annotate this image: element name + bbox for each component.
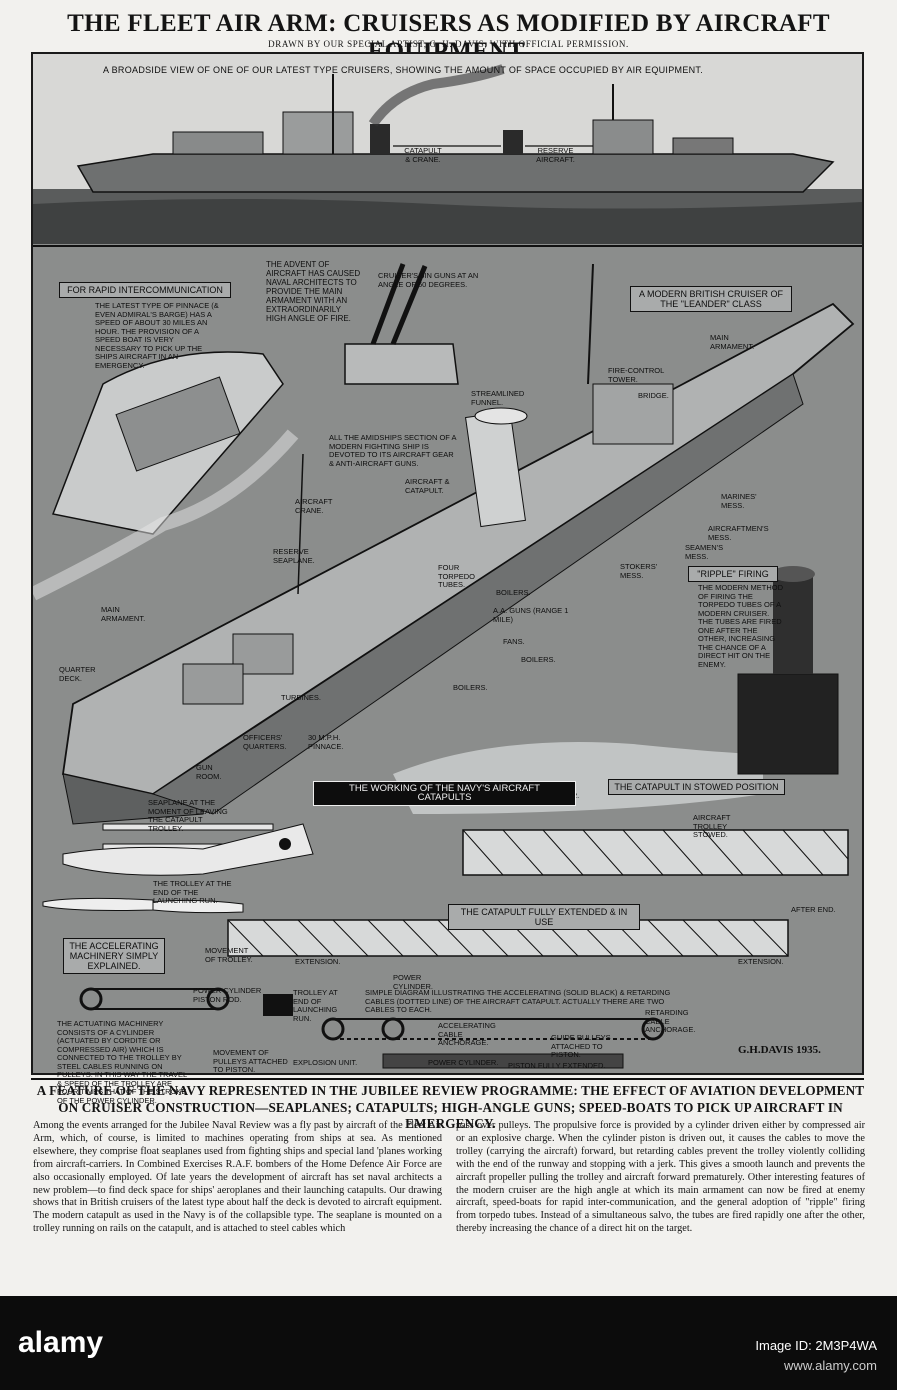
- explosion-unit-label: EXPLOSION UNIT.: [293, 1058, 358, 1067]
- accelerating-cable-label: ACCELERATING CABLE ANCHORAGE.: [438, 1021, 496, 1047]
- marines-mess-label: MARINES' MESS.: [721, 492, 757, 510]
- movement-trolley-label: MOVEMENT OF TROLLEY.: [205, 946, 253, 964]
- stowed-position-box: THE CATAPULT IN STOWED POSITION: [608, 779, 785, 795]
- bridge-label: BRIDGE.: [638, 391, 669, 400]
- retarding-cable-label: RETARDING CABLE ANCHORAGE.: [645, 1008, 696, 1034]
- article-headline: A FEATURE OF THE NAVY REPRESENTED IN THE…: [36, 1083, 865, 1132]
- divider-rule: [31, 1078, 864, 1080]
- advent-text: THE ADVENT OF AIRCRAFT HAS CAUSED NAVAL …: [266, 260, 361, 323]
- guns-angle-text: CRUISER'S 6IN GUNS AT AN ANGLE OF 60 DEG…: [378, 271, 479, 289]
- seamens-mess-label: SEAMEN'S MESS.: [685, 543, 724, 561]
- watermark-image-id: Image ID: 2M3P4WA: [755, 1338, 877, 1353]
- trolley-end-label-2: TROLLEY AT END OF LAUNCHING RUN.: [293, 988, 338, 1023]
- boilers-label-3: BOILERS.: [453, 683, 488, 692]
- watermark-url: www.alamy.com: [784, 1358, 877, 1373]
- piston-extended-label: PISTON FULLY EXTENDED.: [508, 1061, 606, 1070]
- fully-extended-box: THE CATAPULT FULLY EXTENDED & IN USE: [448, 904, 640, 930]
- pinnace-30-label: 30 M.P.H. PINNACE.: [308, 733, 344, 751]
- officers-quarters-label: OFFICERS' QUARTERS.: [243, 733, 287, 751]
- four-torpedo-label: FOUR TORPEDO TUBES.: [438, 563, 475, 589]
- aa-guns-label: A.A. GUNS (RANGE 1 MILE): [493, 606, 569, 624]
- accelerating-machinery-box: THE ACCELERATING MACHINERY SIMPLY EXPLAI…: [63, 938, 165, 974]
- article-body: Among the events arranged for the Jubile…: [33, 1120, 865, 1236]
- aircraftmens-mess-label: AIRCRAFTMEN'S MESS.: [708, 524, 769, 542]
- guide-pulleys-label: GUIDE PULLEYS ATTACHED TO PISTON.: [551, 1033, 611, 1059]
- after-end-label: AFTER END.: [791, 905, 836, 914]
- illustration-drawing: [33, 54, 862, 1069]
- main-armament-label: MAIN ARMAMENT.: [710, 333, 755, 351]
- article-column-2: pass over pulleys. The propulsive force …: [456, 1120, 865, 1235]
- gun-room-label: GUN ROOM.: [196, 763, 222, 781]
- aircraft-catapult-label: AIRCRAFT & CATAPULT.: [405, 477, 450, 495]
- trolley-stowed-label: AIRCRAFT TROLLEY STOWED.: [693, 813, 731, 839]
- fire-control-label: FIRE-CONTROL TOWER.: [608, 366, 664, 384]
- seaplane-moment-label: SEAPLANE AT THE MOMENT OF LEAVING THE CA…: [148, 798, 228, 833]
- boilers-label: BOILERS.: [496, 588, 531, 597]
- movement-pulleys-label: MOVEMENT OF PULLEYS ATTACHED TO PISTON.: [213, 1048, 288, 1074]
- pinnace-text: THE LATEST TYPE OF PINNACE (& EVEN ADMIR…: [95, 301, 219, 370]
- power-cylinder-label-2: POWER CYLINDER.: [428, 1058, 499, 1067]
- stokers-mess-label: STOKERS' MESS.: [620, 562, 658, 580]
- rapid-intercommunication-box: FOR RAPID INTERCOMMUNICATION: [59, 282, 231, 298]
- leander-class-box: A MODERN BRITISH CRUISER OF THE "LEANDER…: [630, 286, 792, 312]
- catapult-crane-label: CATAPULT & CRANE.: [404, 146, 442, 164]
- ripple-firing-text: THE MODERN METHOD OF FIRING THE TORPEDO …: [698, 583, 783, 669]
- page-title: THE FLEET AIR ARM: CRUISERS AS MODIFIED …: [67, 10, 830, 65]
- watermark-logo: alamy: [18, 1326, 104, 1359]
- main-armament-label-2: MAIN ARMAMENT.: [101, 605, 146, 623]
- extension-label-2: EXTENSION.: [738, 957, 784, 966]
- quarter-deck-label: QUARTER DECK.: [59, 665, 96, 683]
- illustration-panel: A BROADSIDE VIEW OF ONE OF OUR LATEST TY…: [31, 52, 864, 1104]
- streamlined-funnel-label: STREAMLINED FUNNEL.: [471, 389, 525, 407]
- power-cylinder-rod-label: POWER CYLINDER PISTON ROD.: [193, 986, 262, 1004]
- extension-label-1: EXTENSION.: [295, 957, 341, 966]
- actuating-machinery-text: THE ACTUATING MACHINERY CONSISTS OF A CY…: [57, 1019, 187, 1105]
- article-column-1: Among the events arranged for the Jubile…: [33, 1120, 442, 1235]
- number-2-label: 2.: [573, 791, 580, 800]
- boilers-label-2: BOILERS.: [521, 655, 556, 664]
- simple-diagram-text: SIMPLE DIAGRAM ILLUSTRATING THE ACCELERA…: [365, 988, 671, 1014]
- fans-label: FANS.: [503, 637, 525, 646]
- amidships-text: ALL THE AMIDSHIPS SECTION OF A MODERN FI…: [329, 433, 457, 468]
- aircraft-crane-label: AIRCRAFT CRANE.: [295, 497, 333, 515]
- trolley-end-label: THE TROLLEY AT THE END OF THE LAUNCHING …: [153, 879, 232, 905]
- artist-credit: DRAWN BY OUR SPECIAL ARTIST, G. H. DAVIS…: [268, 39, 629, 49]
- ripple-firing-box: "RIPPLE" FIRING: [688, 566, 778, 582]
- stock-watermark-banner: alamy Image ID: 2M3P4WA www.alamy.com: [0, 1296, 897, 1390]
- reserve-aircraft-label: RESERVE AIRCRAFT.: [536, 146, 575, 164]
- broadside-caption: A BROADSIDE VIEW OF ONE OF OUR LATEST TY…: [103, 65, 704, 75]
- turbines-label: TURBINES.: [281, 693, 322, 702]
- catapults-banner: THE WORKING OF THE NAVY'S AIRCRAFT CATAP…: [313, 781, 576, 806]
- reserve-seaplane-label: RESERVE SEAPLANE.: [273, 547, 315, 565]
- power-cylinder-label: POWER CYLINDER.: [393, 973, 434, 991]
- artist-signature: G.H.DAVIS 1935.: [738, 1044, 821, 1056]
